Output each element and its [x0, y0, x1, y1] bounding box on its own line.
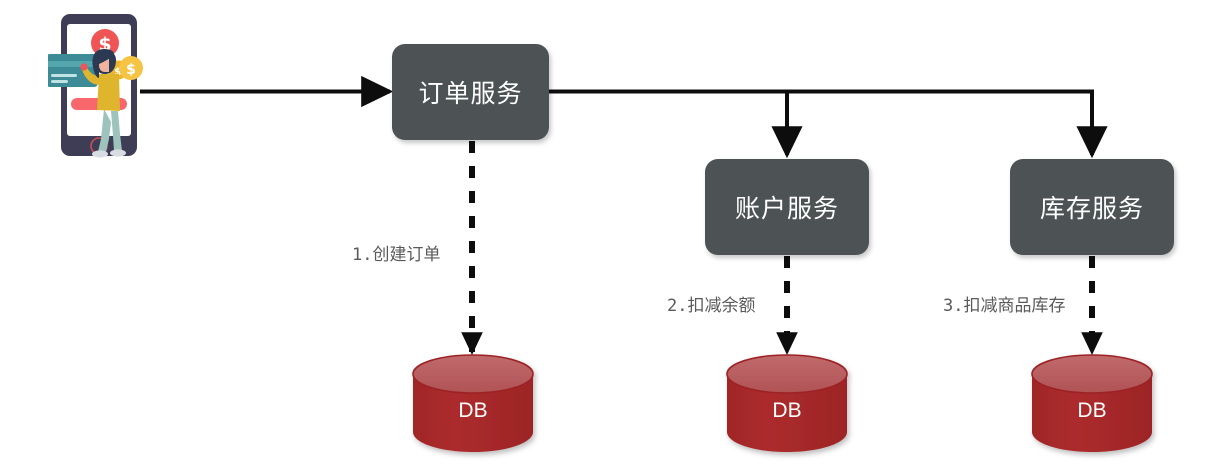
- arrow-order-to-stock: [787, 89, 1108, 159]
- service-label-stock: 库存服务: [1039, 194, 1144, 223]
- step-label-deduct-inventory: 3.扣减商品库存: [943, 296, 1066, 316]
- service-label-account: 账户服务: [734, 194, 839, 223]
- db-shape-icon: [412, 354, 534, 452]
- person-figure-icon: [80, 49, 126, 158]
- arrow-order-to-account: [549, 89, 803, 159]
- illustration-svg: $ $ $: [46, 14, 143, 158]
- svg-text:$: $: [114, 65, 122, 78]
- dollar-badge-icon: [91, 29, 119, 57]
- service-box-stock[interactable]: 库存服务: [1010, 159, 1174, 255]
- service-box-account[interactable]: 账户服务: [705, 159, 869, 255]
- database-cylinder-stock[interactable]: DB: [1031, 353, 1153, 455]
- db-shape-icon: [1031, 354, 1153, 452]
- mobile-payment-illustration: $ $ $: [46, 12, 156, 162]
- step-label-deduct-balance: 2.扣减余额: [667, 296, 756, 316]
- step-label-create-order: 1.创建订单: [352, 245, 441, 265]
- database-cylinder-account[interactable]: DB: [726, 353, 848, 455]
- service-box-order[interactable]: 订单服务: [392, 44, 549, 140]
- database-cylinder-order[interactable]: DB: [412, 353, 534, 455]
- service-label-order: 订单服务: [418, 79, 523, 108]
- db-shape-icon: [726, 354, 848, 452]
- svg-text:$: $: [126, 62, 136, 78]
- credit-card-icon: [46, 54, 98, 87]
